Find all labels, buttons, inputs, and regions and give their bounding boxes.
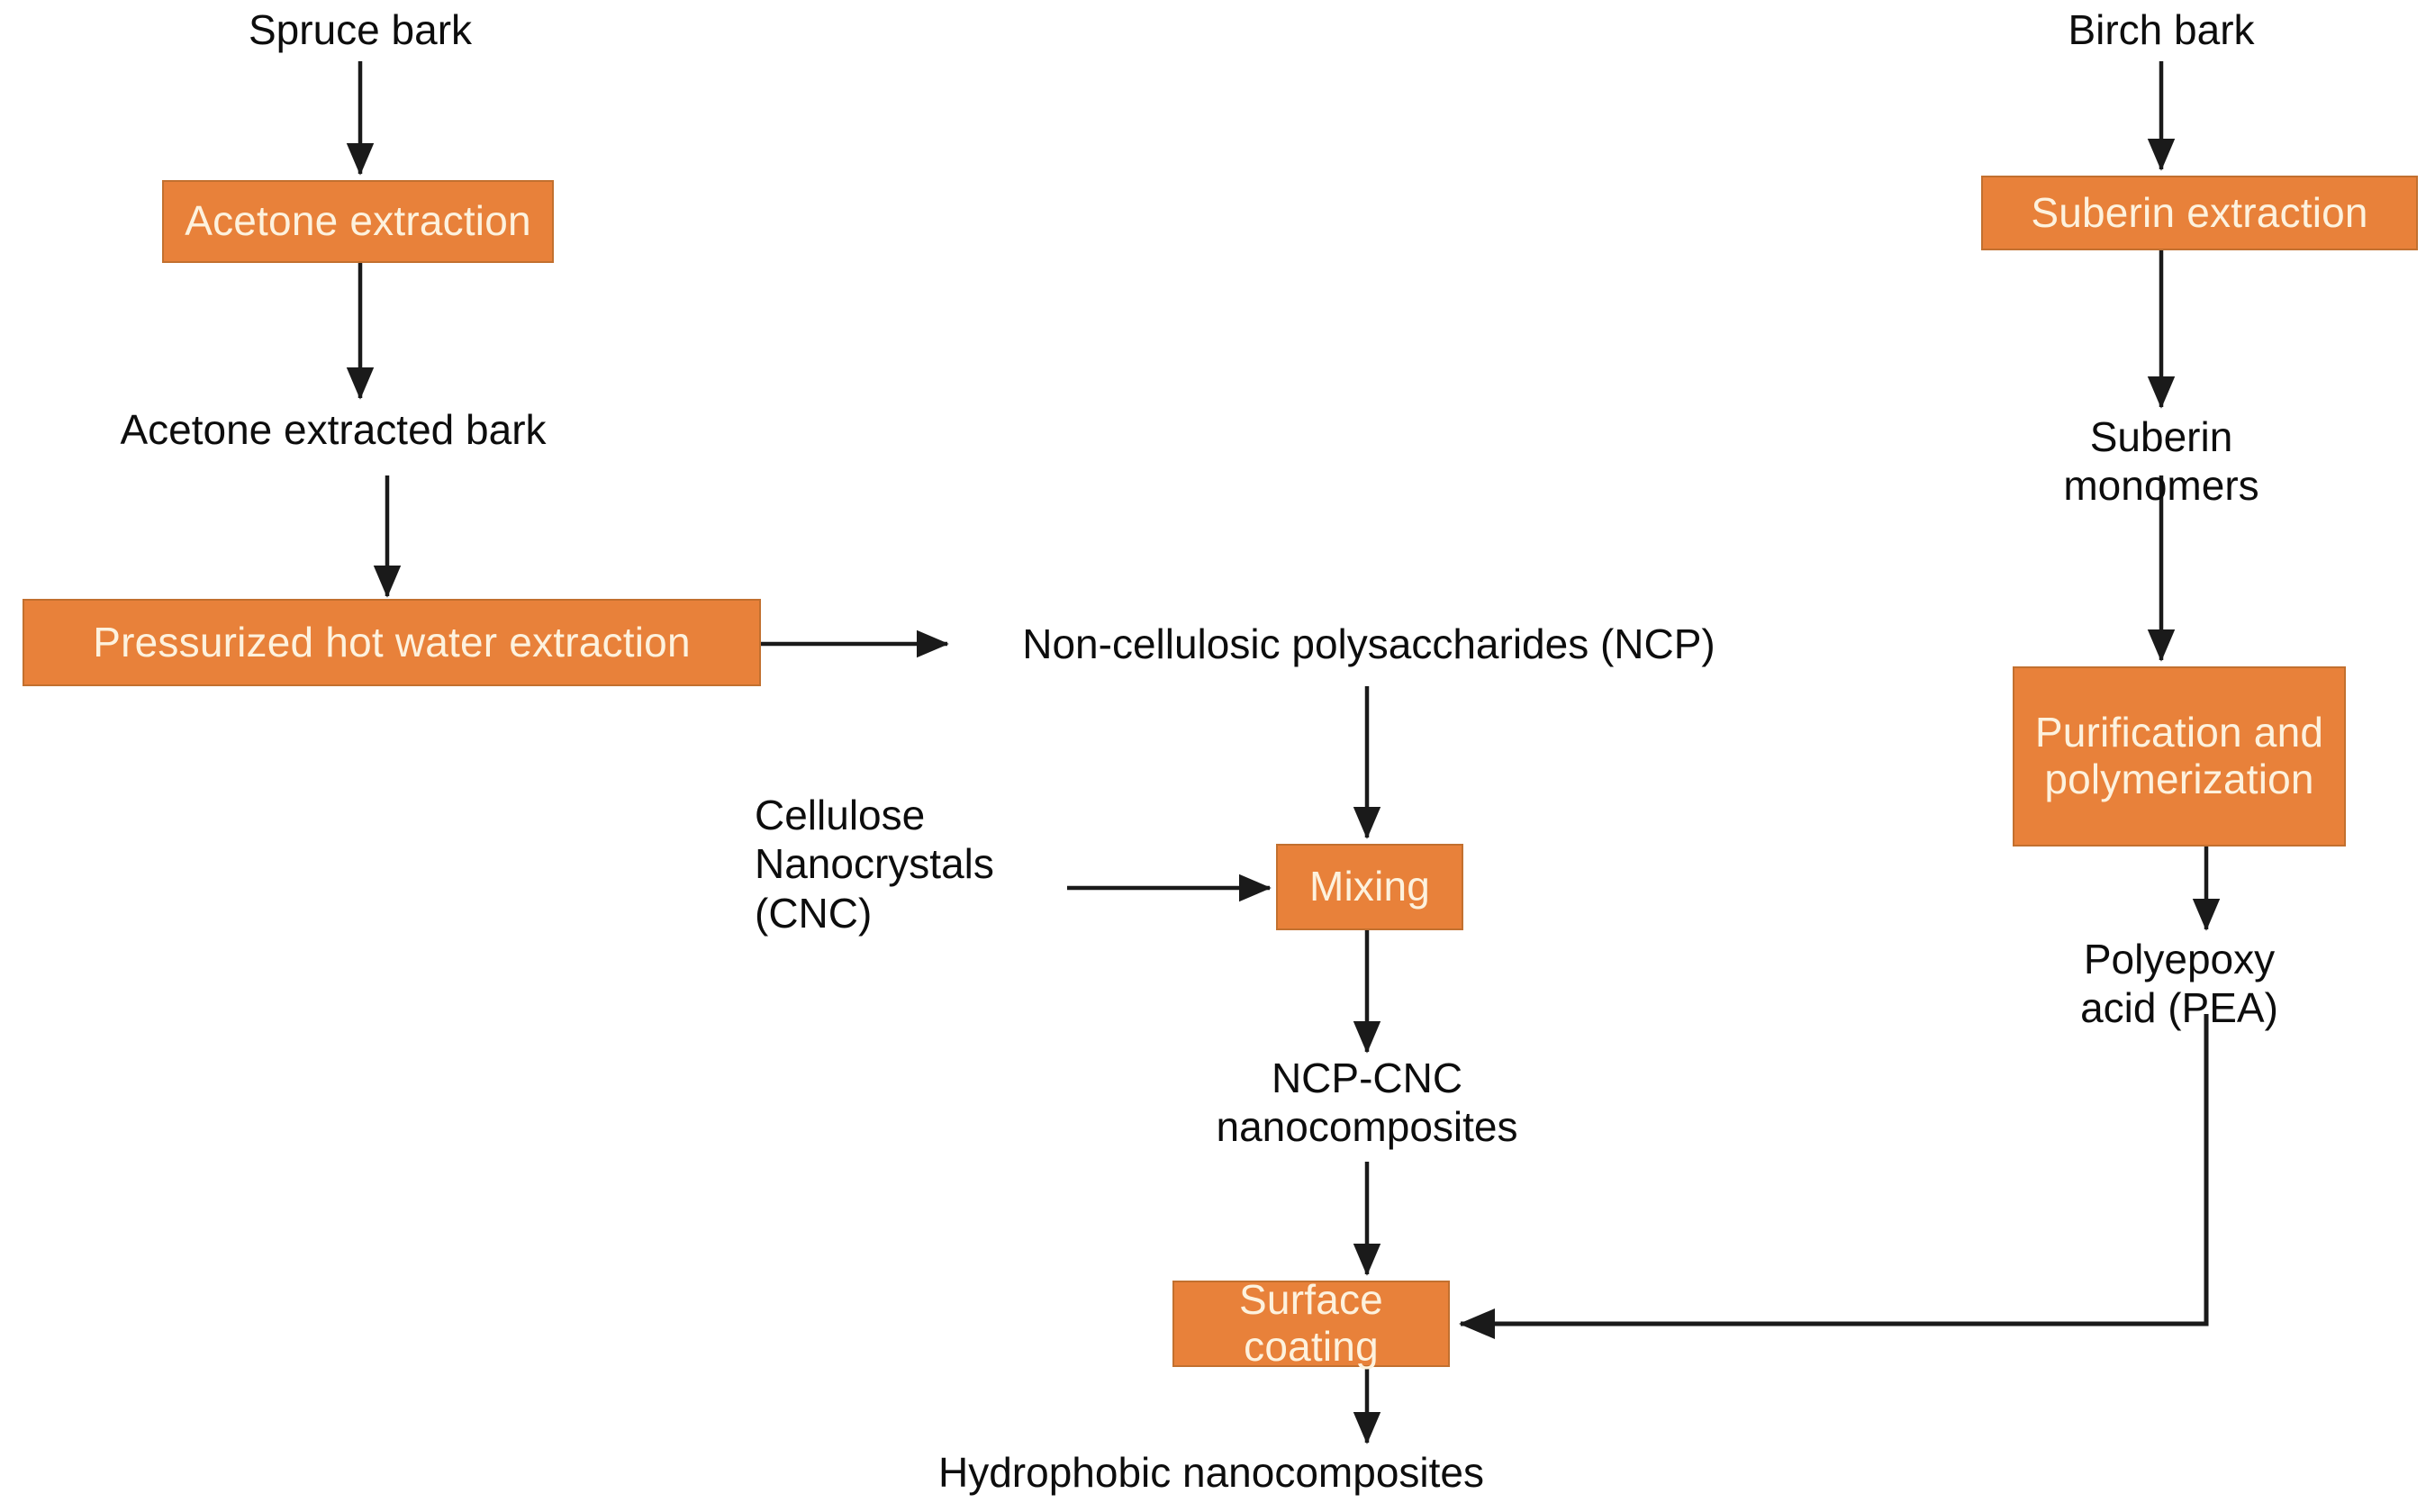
label-spruce-bark: Spruce bark	[248, 6, 473, 53]
label-acetone-extracted-bark: Acetone extracted bark	[120, 406, 547, 453]
process-acetone-extraction[interactable]: Acetone extraction	[162, 180, 554, 263]
label-hydrophobic-nanocomposites: Hydrophobic nanocomposites	[937, 1449, 1485, 1496]
label-polyepoxy-acid: Polyepoxy acid (PEA)	[2080, 936, 2278, 1032]
process-purification-and-polymerization[interactable]: Purification and polymerization	[2013, 666, 2346, 847]
process-surface-coating[interactable]: Surface coating	[1172, 1277, 1450, 1370]
label-non-cellulosic-polysaccharides: Non-cellulosic polysaccharides (NCP)	[1022, 620, 1715, 667]
label-ncp-cnc-nanocomposites: NCP-CNC nanocomposites	[1216, 1055, 1518, 1151]
label-cellulose-nanocrystals: Cellulose Nanocrystals (CNC)	[755, 792, 994, 937]
process-suberin-extraction[interactable]: Suberin extraction	[1981, 176, 2418, 250]
process-mixing[interactable]: Mixing	[1276, 844, 1463, 930]
label-suberin-monomers: Suberin monomers	[2063, 413, 2259, 510]
process-pressurized-hot-water-extraction[interactable]: Pressurized hot water extraction	[23, 599, 761, 686]
edge-pea-to-surface-coating	[1458, 1014, 2209, 1340]
label-birch-bark: Birch bark	[2068, 6, 2255, 53]
